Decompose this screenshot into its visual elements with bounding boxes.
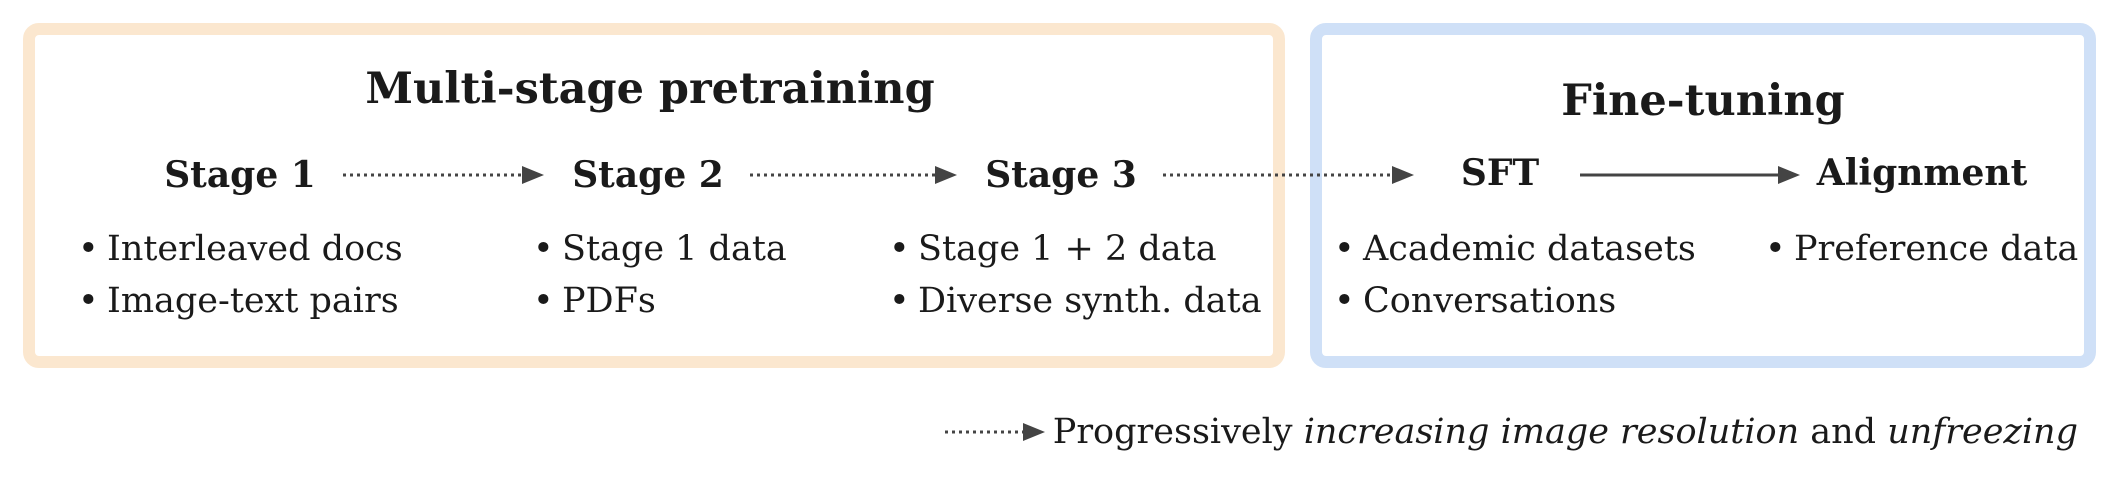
- stage-1-bullets: Interleaved docs Image-text pairs: [78, 223, 403, 327]
- alignment-bullets: Preference data: [1765, 223, 2078, 275]
- legend-text-italic: unfreezing: [1887, 412, 2078, 452]
- sft-bullets: Academic datasets Conversations: [1334, 223, 1696, 327]
- stage-3-label: Stage 3: [985, 154, 1137, 196]
- legend-text-plain: and: [1799, 412, 1888, 452]
- legend-dotted-arrow-icon: [944, 423, 1045, 441]
- list-item: Diverse synth. data: [889, 275, 1262, 327]
- legend: Progressively increasing image resolutio…: [943, 412, 2078, 452]
- sft-label: SFT: [1460, 152, 1540, 194]
- list-item: Image-text pairs: [78, 275, 403, 327]
- dotted-arrow-stage3-sft: [1163, 166, 1414, 184]
- stage-1-label: Stage 1: [164, 154, 316, 196]
- stage-2-bullets: Stage 1 data PDFs: [533, 223, 787, 327]
- list-item: PDFs: [533, 275, 787, 327]
- alignment-label: Alignment: [1816, 152, 2028, 194]
- pretraining-title: Multi-stage pretraining: [365, 64, 935, 114]
- list-item: Preference data: [1765, 223, 2078, 275]
- stage-2-label: Stage 2: [572, 154, 724, 196]
- legend-text-italic: increasing image resolution: [1303, 412, 1800, 452]
- dotted-arrow-stage1-stage2: [343, 166, 544, 184]
- legend-text: Progressively increasing image resolutio…: [1053, 412, 2078, 452]
- stage-3-bullets: Stage 1 + 2 data Diverse synth. data: [889, 223, 1262, 327]
- dotted-arrow-stage2-stage3: [750, 166, 957, 184]
- legend-text-plain: Progressively: [1052, 412, 1304, 452]
- list-item: Conversations: [1334, 275, 1696, 327]
- list-item: Stage 1 data: [533, 223, 787, 275]
- solid-arrow-sft-alignment: [1580, 166, 1800, 184]
- finetuning-panel: [1310, 23, 2096, 368]
- list-item: Interleaved docs: [78, 223, 403, 275]
- finetuning-title: Fine-tuning: [1561, 76, 1845, 126]
- pretraining-panel: [23, 23, 1285, 368]
- list-item: Stage 1 + 2 data: [889, 223, 1262, 275]
- list-item: Academic datasets: [1334, 223, 1696, 275]
